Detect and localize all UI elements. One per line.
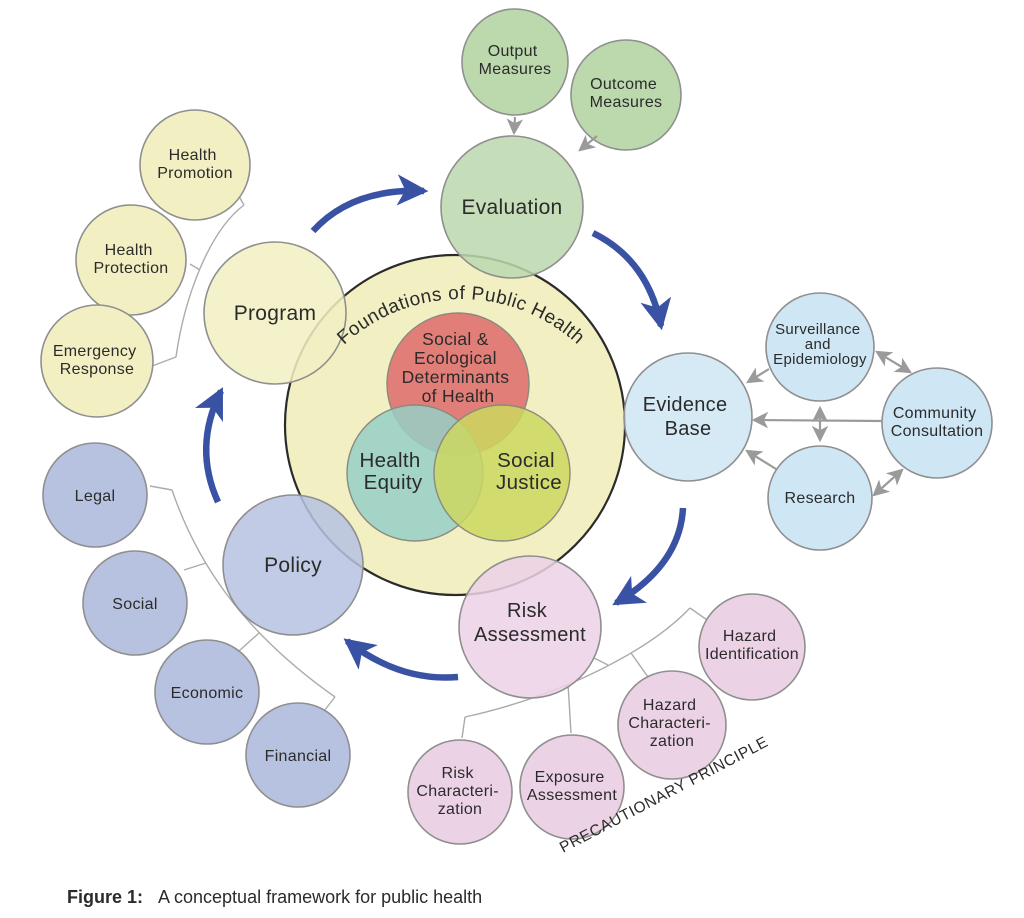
bracket-line [593, 657, 609, 666]
exposure-assessment-circle [519, 734, 625, 840]
economic-label: Economic [171, 685, 244, 702]
outcome-measures-circle [570, 39, 682, 151]
bracket-line [189, 263, 201, 271]
health-promotion-circle [139, 109, 251, 221]
community-consultation-label: Community Consultation [891, 405, 984, 440]
arrow-consultation-to-evidence [751, 411, 883, 429]
bracket-line [151, 356, 177, 367]
bracket-line [567, 683, 572, 734]
arrow-program-to-evaluation [310, 174, 429, 234]
bracket-line [149, 485, 173, 491]
caption-text: A conceptual framework for public health [158, 887, 482, 907]
health-equity-label: Health Equity [359, 449, 426, 494]
arrow-surveillance-to-evidence [746, 367, 770, 384]
social-justice-circle [433, 404, 571, 542]
emergency-response-circle [40, 304, 154, 418]
evaluation-label: Evaluation [461, 196, 562, 219]
health-promotion-label: Health Promotion [157, 147, 233, 182]
evaluation-circle [440, 135, 584, 279]
arrow-research-to-evidence [745, 449, 777, 470]
research-circle [767, 445, 873, 551]
hazard-identification-circle [698, 593, 806, 701]
health-protection-label: Health Protection [93, 242, 168, 277]
policy-bracket [149, 485, 336, 712]
policy-circle [222, 494, 364, 636]
program-label: Program [234, 302, 317, 325]
hazard-characterization-label: Hazard Characteri- zation [628, 697, 715, 750]
risk-characterization-label: Risk Characteri- zation [416, 765, 503, 818]
legal-circle [42, 442, 148, 548]
economic-circle [154, 639, 260, 745]
surveillance-epidemiology-circle [765, 292, 875, 402]
risk-assessment-label: Risk Assessment [474, 600, 586, 646]
bracket-line [461, 716, 466, 739]
outcome-measures-label: Outcome Measures [590, 76, 663, 111]
bracket-line [630, 652, 649, 678]
risk-bracket [461, 607, 711, 739]
bracket-line [464, 607, 691, 718]
financial-circle [245, 702, 351, 808]
social-justice-label: Social Justice [496, 449, 562, 494]
social-circle [82, 550, 188, 656]
arrow-outcome-to-evaluation [578, 134, 598, 152]
gray-arrows [506, 116, 912, 497]
health-protection-circle [75, 204, 187, 316]
cycle-arrows [195, 174, 687, 681]
output-measures-label: Output Measures [479, 43, 552, 78]
policy-label: Policy [264, 554, 322, 577]
bracket-line [238, 632, 260, 652]
risk-assessment-circle [458, 555, 602, 699]
arrow-research-consultation [872, 468, 904, 497]
determinants-label: Social & Ecological Determinants of Heal… [402, 329, 515, 406]
bracket-line [183, 562, 207, 571]
evidence-base-label: Evidence Base [643, 394, 734, 440]
evidence-base-circle [623, 352, 753, 482]
output-measures-circle [461, 8, 569, 116]
arrow-output-to-evaluation [506, 116, 524, 136]
arrow-policy-to-program [195, 387, 224, 504]
bracket-line [323, 696, 336, 712]
research-label: Research [785, 490, 856, 507]
hazard-characterization-circle [617, 670, 727, 780]
financial-label: Financial [265, 748, 332, 765]
exposure-assessment-label: Exposure Assessment [527, 769, 617, 804]
surveillance-epidemiology-label: Surveillance and Epidemiology [773, 321, 867, 368]
legal-label: Legal [75, 488, 116, 505]
arrow-evidence-to-risk [612, 507, 687, 606]
caption-label: Figure 1: [67, 887, 143, 907]
arrow-risk-to-policy [343, 638, 459, 681]
community-consultation-circle [881, 367, 993, 479]
hazard-identification-label: Hazard Identification [705, 628, 799, 663]
bracket-line [171, 489, 336, 698]
program-circle [203, 241, 347, 385]
arrow-surveillance-consultation [875, 350, 912, 374]
arrow-evaluation-to-evidence [591, 230, 672, 331]
social-label: Social [112, 596, 157, 613]
emergency-response-label: Emergency Response [53, 343, 141, 378]
risk-characterization-circle [407, 739, 513, 845]
